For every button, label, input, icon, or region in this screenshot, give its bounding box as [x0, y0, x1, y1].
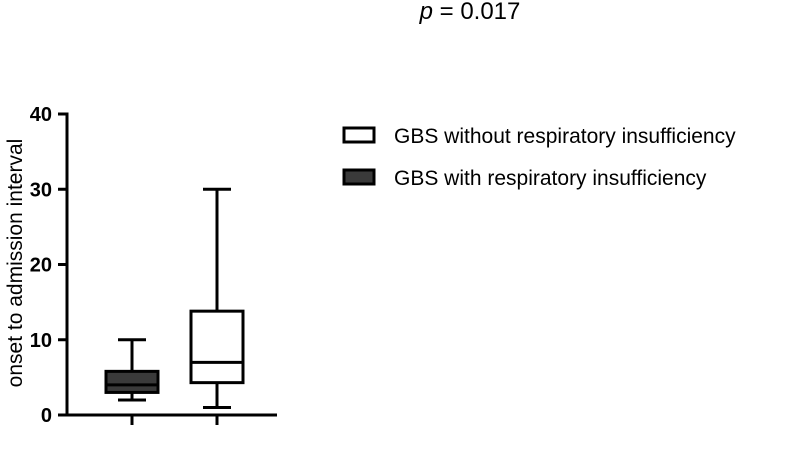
box-iqr	[189, 309, 245, 385]
p-value-annotation: p = 0.017	[419, 0, 521, 25]
axes: 0 10 20 30 40	[30, 104, 277, 427]
y-axis-label: onset to admission interval	[4, 139, 27, 388]
legend-label: GBS without respiratory insufficiency	[394, 125, 736, 148]
y-tick-label: 40	[30, 104, 52, 126]
y-tick-label: 20	[30, 255, 52, 277]
legend-label: GBS with respiratory insufficiency	[394, 167, 707, 190]
legend-swatch	[342, 126, 376, 144]
legend-swatch	[342, 168, 376, 186]
box-iqr	[104, 369, 160, 394]
plot-area	[104, 187, 245, 409]
legend: GBS without respiratory insufficiencyGBS…	[342, 125, 736, 190]
y-tick-label: 30	[30, 179, 52, 201]
y-tick-label: 0	[41, 405, 52, 427]
y-tick-label: 10	[30, 330, 52, 352]
box-without-respiratory-insufficiency	[189, 187, 245, 409]
box-with-respiratory-insufficiency	[104, 338, 160, 402]
